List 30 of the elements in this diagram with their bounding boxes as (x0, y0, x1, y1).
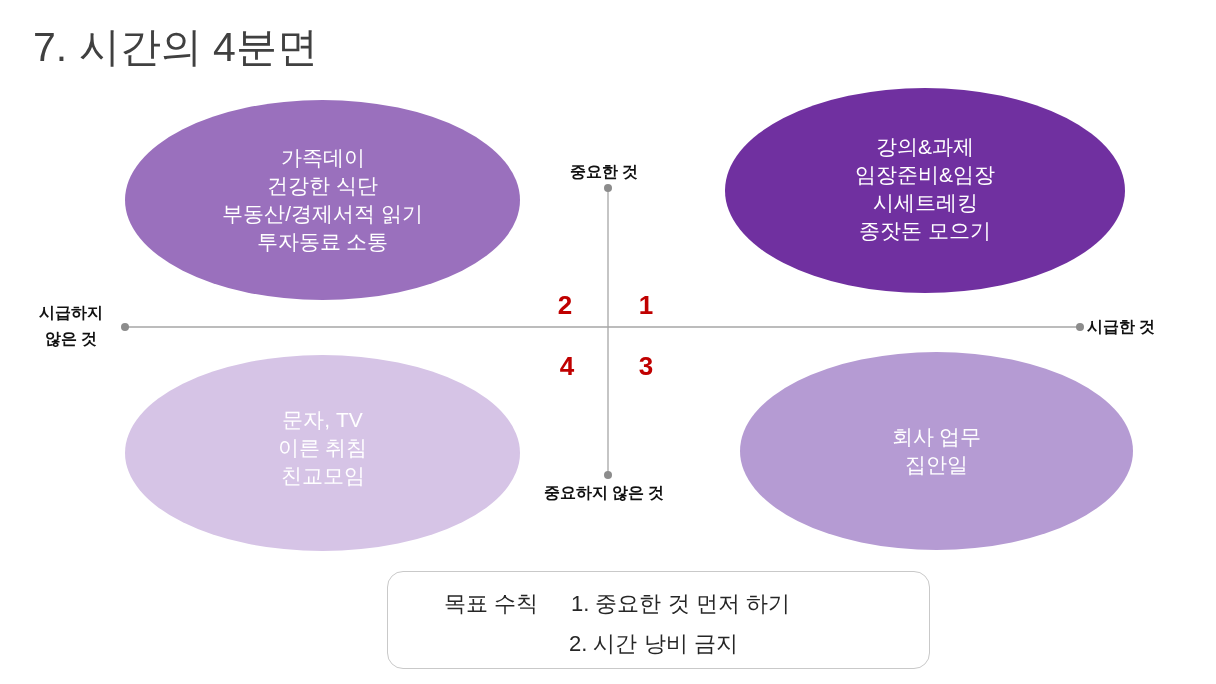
slide-title: 7. 시간의 4분면 (33, 23, 318, 72)
activity-text: 투자동료 소통 (256, 229, 389, 255)
quadrant-ellipse (725, 88, 1125, 293)
activity-text: 집안일 (905, 452, 968, 478)
activity-text: 이른 취침 (277, 435, 368, 461)
activity-text: 건강한 식단 (267, 173, 378, 199)
goal-heading: 목표 수칙 (444, 590, 539, 618)
axis-label: 중요한 것 (569, 162, 639, 182)
activity-text: 친교모임 (280, 463, 365, 489)
goal-rule: 2. 시간 낭비 금지 (569, 630, 738, 658)
activity-text: 문자, TV (282, 407, 363, 433)
axis-label: 시급하지 않은 것 (38, 303, 104, 349)
quadrant-ellipse (125, 355, 520, 551)
activity-text: 부동산/경제서적 읽기 (222, 201, 423, 227)
goal-rule: 1. 중요한 것 먼저 하기 (571, 590, 790, 618)
activity-text: 종잣돈 모으기 (859, 217, 991, 244)
quadrant-number: 2 (557, 290, 573, 320)
activity-text: 회사 업무 (891, 424, 982, 450)
activity-text: 가족데이 (280, 145, 365, 171)
axis-label: 중요하지 않은 것 (543, 483, 665, 503)
quadrant-ellipse (740, 352, 1133, 550)
quadrant-ellipse (125, 100, 520, 300)
quadrant-number: 4 (559, 351, 575, 381)
quadrant-number: 3 (638, 351, 654, 381)
axis-label: 시급한 것 (1087, 317, 1156, 337)
activity-text: 시세트레킹 (872, 189, 978, 216)
activity-text: 강의&과제 (876, 133, 974, 160)
goal-box (387, 571, 930, 669)
activity-text: 임장준비&임장 (855, 161, 995, 188)
quadrant-number: 1 (638, 290, 654, 320)
